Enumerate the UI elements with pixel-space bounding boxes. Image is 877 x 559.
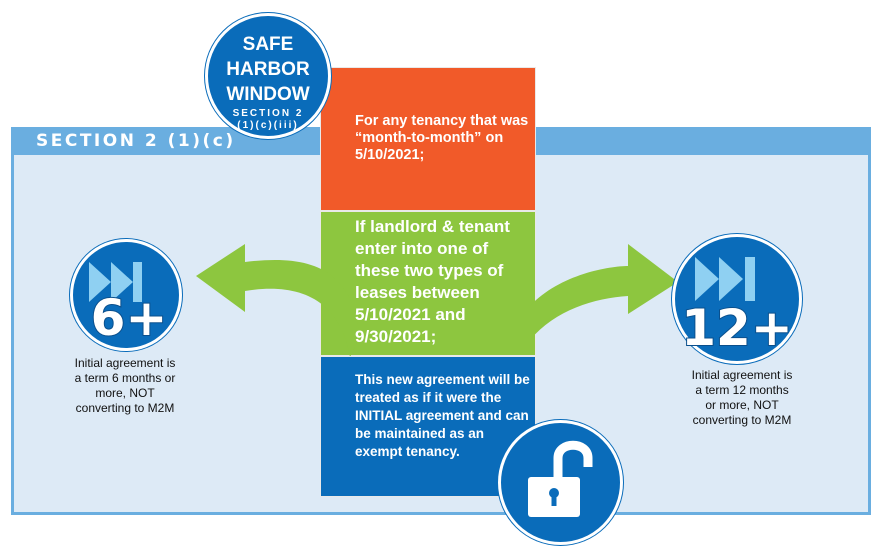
twelve-months-icon: 12+	[672, 234, 802, 364]
tenancy-condition-box	[320, 67, 536, 211]
twelve-months-caption: Initial agreement is a term 12 months or…	[691, 368, 793, 427]
unlocked-padlock-icon	[498, 420, 623, 545]
safe-harbor-badge: SAFE HARBOR WINDOW SECTION 2 (1)(c)(iii)	[205, 13, 331, 139]
section-title: SECTION 2 (1)(c)	[36, 131, 236, 151]
six-months-caption: Initial agreement is a term 6 months or …	[74, 356, 176, 415]
six-months-label: 6+	[91, 289, 168, 347]
lease-condition-text: If landlord & tenant enter into one of t…	[355, 217, 510, 346]
tenancy-condition-text: For any tenancy that was “month-to-month…	[355, 113, 529, 163]
left-arrow	[196, 244, 360, 357]
safe-harbor-subtitle: SECTION 2 (1)(c)(iii)	[232, 108, 304, 131]
safe-harbor-title: SAFE HARBOR WINDOW	[226, 34, 310, 105]
six-months-icon: 6+	[70, 239, 182, 351]
right-arrow	[530, 244, 678, 340]
twelve-months-label: 12+	[681, 299, 792, 357]
result-text: This new agreement will be treated as if…	[355, 372, 530, 459]
